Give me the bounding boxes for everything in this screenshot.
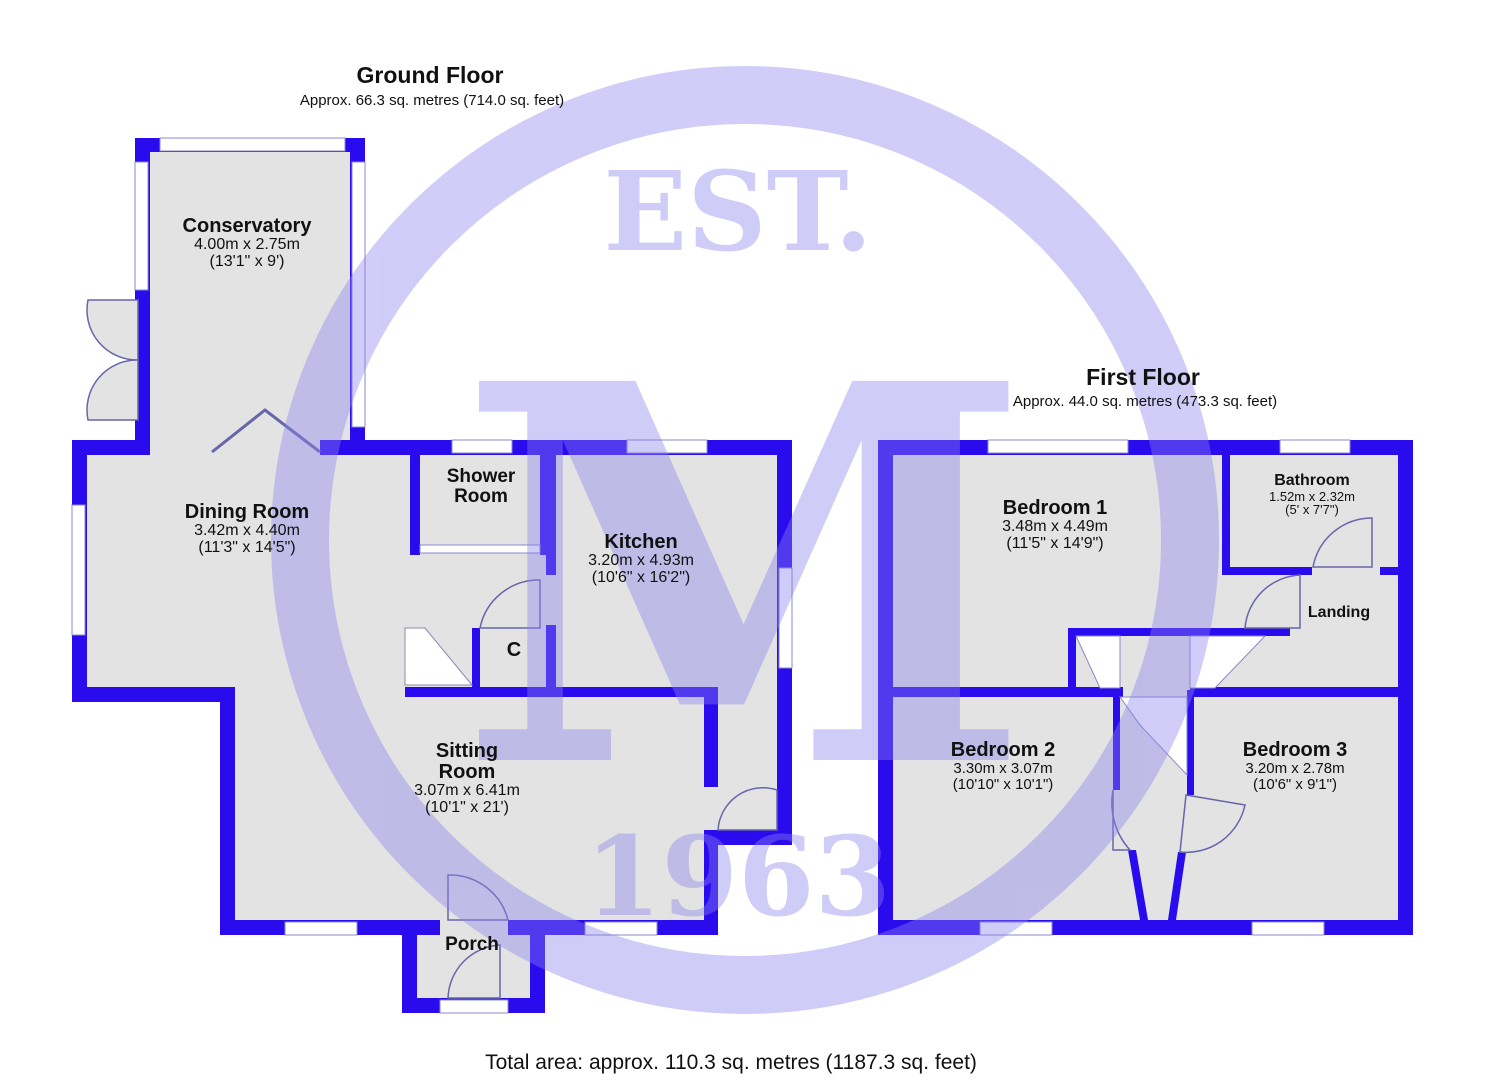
- room-name: Bedroom 2: [950, 739, 1056, 761]
- room-name: Shower Room: [446, 466, 516, 507]
- room-name: Bedroom 1: [1002, 497, 1108, 519]
- watermark-logo: EST. M 1963: [271, 66, 1219, 1014]
- room-bathroom: Bathroom 1.52m x 2.32m (5' x 7'7"): [1269, 472, 1355, 518]
- room-imperial: (10'6" x 9'1"): [1253, 775, 1337, 793]
- svg-text:1963: 1963: [585, 812, 891, 941]
- room-imperial: (10'6" x 16'2"): [591, 568, 691, 586]
- room-name: Kitchen: [604, 531, 678, 553]
- room-imperial: (13'1" x 9'): [209, 252, 285, 270]
- room-metric: 3.30m x 3.07m: [953, 760, 1053, 777]
- room-imperial: (11'5" x 14'9"): [1006, 534, 1104, 552]
- room-name: Bedroom 3: [1242, 739, 1348, 761]
- room-bedroom-3: Bedroom 3 3.20m x 2.78m (10'6" x 9'1"): [1243, 740, 1347, 793]
- first-floor-area: Approx. 44.0 sq. metres (473.3 sq. feet): [1012, 393, 1278, 410]
- room-name: Bathroom: [1274, 472, 1350, 489]
- room-imperial: (11'3" x 14'5"): [198, 538, 296, 556]
- first-floor-plan: [878, 439, 1413, 936]
- room-metric: 3.48m x 4.49m: [1002, 518, 1108, 535]
- room-metric: 3.07m x 6.41m: [414, 782, 520, 799]
- room-metric: 1.52m x 2.32m: [1269, 488, 1355, 504]
- total-area: Total area: approx. 110.3 sq. metres (11…: [485, 1051, 977, 1074]
- room-name: Conservatory: [182, 215, 312, 237]
- room-conservatory: Conservatory 4.00m x 2.75m (13'1" x 9'): [183, 216, 312, 271]
- ground-floor-area: Approx. 66.3 sq. metres (714.0 sq. feet): [299, 92, 565, 109]
- room-landing: Landing: [1307, 604, 1371, 621]
- room-imperial: (10'1" x 21'): [425, 798, 509, 816]
- ground-floor-title: Ground Floor: [356, 62, 504, 88]
- room-kitchen: Kitchen 3.20m x 4.93m (10'6" x 16'2"): [588, 532, 694, 587]
- room-dining-room: Dining Room 3.42m x 4.40m (11'3" x 14'5"…: [177, 502, 317, 557]
- room-imperial: (5' x 7'7"): [1285, 502, 1339, 518]
- room-cupboard: C: [506, 639, 522, 661]
- svg-text:EST.: EST.: [603, 147, 872, 276]
- first-floor-title: First Floor: [1086, 364, 1200, 390]
- room-shower-room: Shower Room: [431, 467, 531, 507]
- room-imperial: (10'10" x 10'1"): [952, 775, 1054, 793]
- room-bedroom-2: Bedroom 2 3.30m x 3.07m (10'10" x 10'1"): [951, 740, 1055, 793]
- room-name: Dining Room: [184, 501, 310, 523]
- room-metric: 3.20m x 4.93m: [588, 552, 694, 569]
- ground-floor-plan: [71, 137, 793, 1014]
- room-sitting-room: Sitting Room 3.07m x 6.41m (10'1" x 21'): [407, 741, 527, 817]
- room-metric: 3.20m x 2.78m: [1245, 760, 1345, 777]
- room-name: Sitting Room: [435, 740, 499, 783]
- room-metric: 3.42m x 4.40m: [194, 522, 300, 539]
- svg-text:M: M: [457, 272, 1033, 883]
- room-bedroom-1: Bedroom 1 3.48m x 4.49m (11'5" x 14'9"): [1002, 498, 1108, 553]
- room-metric: 4.00m x 2.75m: [194, 236, 300, 253]
- room-porch: Porch: [445, 934, 499, 955]
